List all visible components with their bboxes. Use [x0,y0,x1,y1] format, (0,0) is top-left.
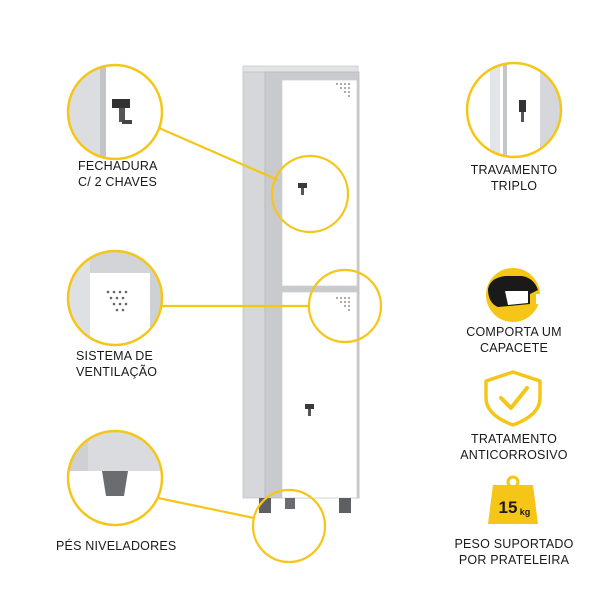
triple-lock-detail-zoom [465,61,563,159]
feature-label-weight: PESO SUPORTADO POR PRATELEIRA [444,536,584,568]
vent-holes-bottom [336,297,350,311]
feature-label-line: PÉS NIVELADORES [56,539,177,553]
vent-holes-top [336,83,350,97]
helmet-icon [486,268,541,322]
feature-label-line: TRIPLO [490,179,538,193]
highlight-circles [251,154,383,564]
weight-icon: 15 kg [488,475,538,524]
feature-label-line: C/ 2 CHAVES [78,175,158,189]
feature-label-lock: FECHADURA C/ 2 CHAVES [78,158,158,190]
feature-label-ventilation: SISTEMA DE VENTILAÇÃO [76,348,157,380]
feature-label-helmet: COMPORTA UM CAPACETE [449,324,579,356]
feature-label-triple-lock: TRAVAMENTO TRIPLO [454,162,574,194]
feature-label-line: ANTICORROSIVO [460,448,568,462]
shield-check-icon [484,370,542,427]
feature-label-line: POR PRATELEIRA [458,553,570,567]
door-lock-bottom [305,404,314,416]
weight-unit: kg [520,507,531,517]
feature-label-feet: PÉS NIVELADORES [56,538,176,554]
door-lock-top [298,183,307,195]
feature-label-anticorrosion: TRATAMENTO ANTICORROSIVO [449,431,579,463]
feature-label-line: VENTILAÇÃO [76,365,158,379]
feature-label-line: TRAVAMENTO [470,163,558,177]
feature-label-line: TRATAMENTO [470,432,558,446]
vent-detail-zoom [66,249,164,347]
lock-detail-zoom [66,63,164,161]
weight-value: 15 [499,498,518,517]
callout-lines [157,126,310,520]
feature-label-line: PESO SUPORTADO [454,537,574,551]
feature-label-line: CAPACETE [479,341,549,355]
feet-detail-zoom [66,429,164,527]
feature-label-line: FECHADURA [78,159,158,173]
feature-label-line: COMPORTA UM [466,325,562,339]
locker-cabinet [242,65,360,513]
feature-label-line: SISTEMA DE [76,349,154,363]
